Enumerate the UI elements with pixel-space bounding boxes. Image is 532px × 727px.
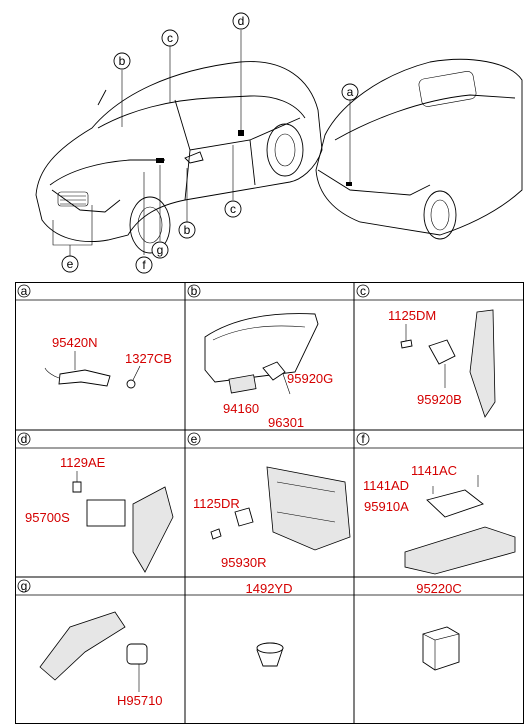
part-1125DM: 1125DM — [388, 308, 436, 323]
rain-sensor-part — [58, 369, 111, 387]
cell-b: b 95920G 94160 96301 — [187, 284, 333, 430]
svg-text:d: d — [238, 14, 245, 28]
cell-title-1492YD: 1492YD — [246, 581, 293, 596]
front-car-drawing — [35, 61, 323, 254]
bolt-part — [210, 528, 222, 540]
part-1129AE: 1129AE — [60, 455, 106, 470]
callout-f: f — [135, 256, 153, 274]
cell-95220C: 95220C — [416, 581, 462, 671]
parts-grid: a 95420N 1327CB b 95920G 94160 96301 c 1… — [15, 282, 524, 724]
svg-text:f: f — [142, 258, 146, 272]
cell-f: f 1141AC 1141AD 95910A — [356, 432, 516, 575]
grid-lines — [15, 282, 524, 724]
callout-leaders — [52, 30, 351, 256]
door-panel-part — [204, 313, 319, 383]
rear-car-drawing — [315, 58, 523, 240]
radiator-support-part — [266, 466, 351, 551]
svg-text:b: b — [191, 284, 198, 298]
bracket-part — [39, 611, 126, 681]
part-95700S: 95700S — [25, 510, 70, 525]
svg-text:b: b — [119, 54, 126, 68]
callout-d: d — [232, 12, 250, 30]
callout-b-bottom: b — [178, 221, 196, 239]
svg-text:c: c — [230, 202, 236, 216]
part-95420N: 95420N — [52, 335, 98, 350]
bolt-part — [72, 481, 82, 493]
bracket-part — [469, 309, 496, 418]
cell-1492YD: 1492YD — [246, 581, 293, 667]
part-96301: 96301 — [268, 415, 304, 430]
sensor-part — [262, 361, 286, 381]
cell-d: d 1129AE 95700S — [17, 432, 174, 573]
cell-title-95220C: 95220C — [416, 581, 462, 596]
relay-part — [422, 626, 460, 671]
part-1327CB: 1327CB — [125, 351, 172, 366]
part-95920G: 95920G — [287, 371, 333, 386]
svg-text:d: d — [21, 432, 28, 446]
part-1141AD: 1141AD — [363, 478, 409, 493]
part-1141AC: 1141AC — [411, 463, 457, 478]
svg-text:g: g — [21, 579, 28, 593]
module-part — [86, 499, 126, 527]
callout-c-bottom: c — [224, 200, 242, 218]
sensor-part — [428, 339, 456, 365]
part-H95710: H95710 — [117, 693, 163, 708]
svg-text:a: a — [347, 85, 354, 99]
floor-bracket-part — [404, 526, 516, 575]
pad-part — [228, 374, 257, 394]
callout-e: e — [61, 255, 79, 273]
svg-text:e: e — [67, 257, 74, 271]
airbag-control-unit-part — [426, 489, 484, 518]
bracket-part — [132, 486, 174, 573]
callout-g: g — [151, 241, 169, 259]
sensor-part — [126, 643, 148, 665]
part-94160: 94160 — [223, 401, 259, 416]
part-95920B: 95920B — [417, 392, 462, 407]
callout-a: a — [341, 83, 359, 101]
part-1125DR: 1125DR — [193, 496, 240, 511]
callout-b-top: b — [113, 52, 131, 70]
bolt-part — [400, 339, 413, 349]
cell-a: a 95420N 1327CB — [17, 284, 172, 389]
clip-part — [126, 379, 136, 389]
svg-text:a: a — [21, 284, 28, 298]
vehicle-overview-drawing: b c d c b g f e a — [35, 12, 523, 274]
sensor-part — [234, 507, 254, 527]
svg-text:c: c — [360, 284, 366, 298]
cell-e: e 1125DR 95930R — [187, 432, 351, 570]
callout-c-top: c — [161, 29, 179, 47]
svg-text:g: g — [157, 243, 164, 257]
svg-text:c: c — [167, 31, 173, 45]
svg-text:b: b — [184, 223, 191, 237]
part-95930R: 95930R — [221, 555, 267, 570]
svg-text:e: e — [191, 432, 198, 446]
cell-c: c 1125DM 95920B — [356, 284, 496, 418]
cell-g: g H95710 — [17, 579, 163, 708]
part-95910A: 95910A — [364, 499, 409, 514]
svg-text:f: f — [361, 432, 365, 446]
